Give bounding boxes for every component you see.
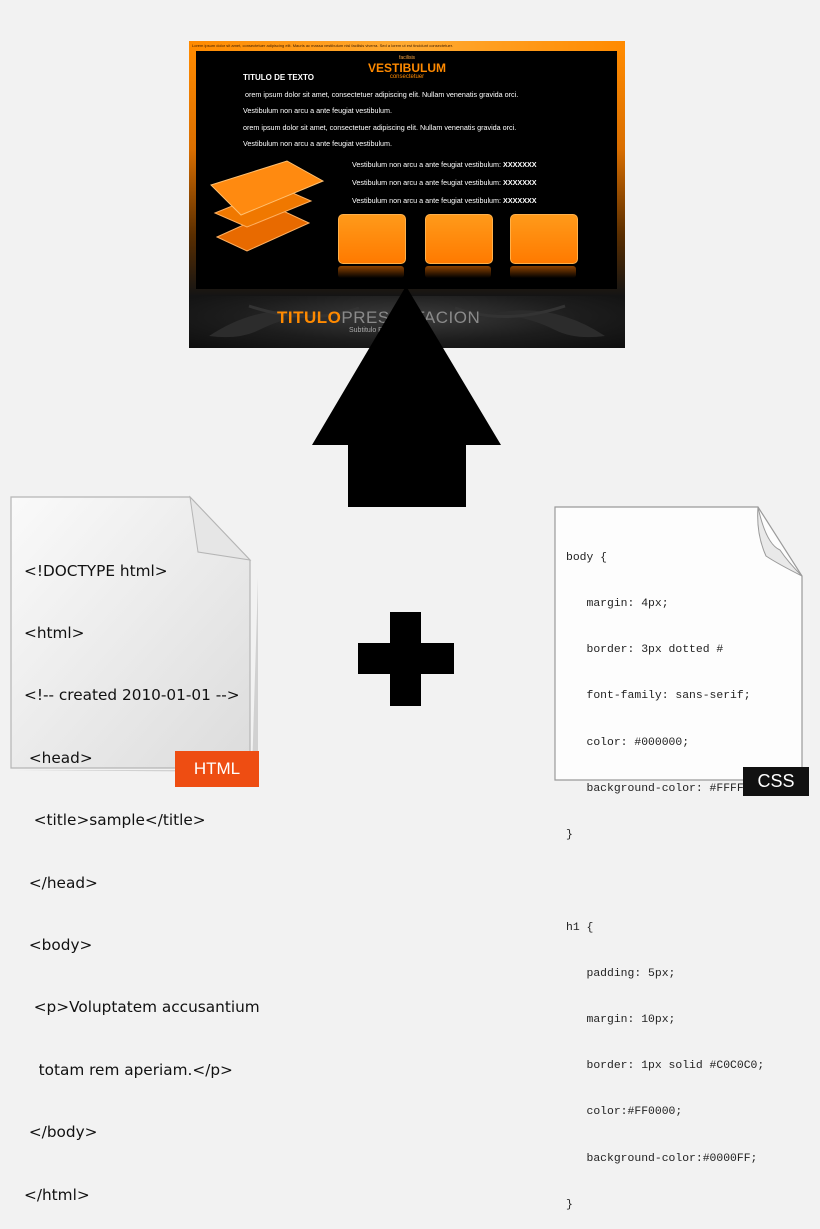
mockup-heading: TITULO DE TEXTO	[243, 73, 314, 82]
mockup-bullet-code: XXXXXXX	[503, 160, 537, 169]
code-line: h1 {	[566, 921, 594, 934]
brand-top-label: facilisis	[398, 55, 416, 61]
code-line: margin: 10px;	[566, 1014, 676, 1026]
brand-title: VESTIBULUM	[368, 61, 446, 75]
code-line: font-family: sans-serif;	[566, 690, 751, 703]
code-line: background-color:#0000FF;	[566, 1152, 758, 1165]
code-line: totam rem aperiam.</p>	[24, 1060, 233, 1079]
footer-title-bold: TITULO	[277, 308, 342, 327]
css-badge: CSS	[743, 767, 809, 796]
code-line: }	[566, 1198, 573, 1211]
mockup-bullet: Vestibulum non arcu a ante feugiat vesti…	[352, 160, 537, 169]
mockup-bullet: Vestibulum non arcu a ante feugiat vesti…	[352, 196, 537, 205]
orange-box-reflection	[338, 266, 404, 278]
mockup-bullet-code: XXXXXXX	[503, 196, 537, 205]
mockup-top-strip: Lorem ipsum dolor sit amet, consectetuer…	[189, 41, 625, 51]
mockup-bullet-code: XXXXXXX	[503, 178, 537, 187]
mockup-bullet: Vestibulum non arcu a ante feugiat vesti…	[352, 178, 537, 187]
code-line: <!-- created 2010-01-01 -->	[24, 686, 240, 705]
html-code-block: <!DOCTYPE html> <html> <!-- created 2010…	[24, 519, 260, 1226]
mockup-bullet-text: Vestibulum non arcu a ante feugiat vesti…	[352, 196, 502, 205]
html-badge: HTML	[175, 751, 259, 787]
html-document-page	[10, 495, 258, 772]
mockup-paragraph: Vestibulum non arcu a ante feugiat vesti…	[243, 106, 393, 115]
plus-icon	[358, 612, 454, 706]
code-line: <p>Voluptatem accusantium	[24, 998, 260, 1017]
mockup-top-strip-text: Lorem ipsum dolor sit amet, consectetuer…	[192, 43, 453, 48]
mockup-bullet-text: Vestibulum non arcu a ante feugiat vesti…	[352, 178, 502, 187]
mockup-paragraph: Vestibulum non arcu a ante feugiat vesti…	[243, 139, 393, 148]
code-line: <head>	[24, 748, 93, 767]
orange-box	[510, 214, 578, 264]
code-line: body {	[566, 551, 608, 564]
orange-box	[338, 214, 406, 264]
brand-subtitle: consectetuer	[389, 74, 425, 80]
code-line	[566, 874, 764, 889]
up-arrow-icon	[312, 286, 501, 507]
orange-box-reflection	[425, 266, 491, 278]
code-line: <title>sample</title>	[24, 811, 206, 830]
tribal-ornament-graphic	[209, 304, 605, 338]
code-line: <body>	[24, 935, 93, 954]
mockup-paragraph: orem ipsum dolor sit amet, consectetuer …	[245, 90, 519, 99]
mockup-bullet-text: Vestibulum non arcu a ante feugiat vesti…	[352, 160, 502, 169]
orange-box	[425, 214, 493, 264]
code-line: </head>	[24, 873, 98, 892]
code-line: color:#FF0000;	[566, 1106, 683, 1119]
code-line: margin: 4px;	[566, 598, 669, 611]
code-line: background-color: #FFFFFF;	[566, 782, 765, 795]
code-line: border: 3px dotted #	[566, 644, 724, 657]
code-line: color: #000000;	[566, 736, 690, 749]
stacked-sheets-graphic	[210, 160, 325, 252]
orange-box-reflection	[510, 266, 576, 278]
css-code-block: body { margin: 4px; border: 3px dotted #…	[566, 520, 764, 1229]
code-line: <html>	[24, 623, 85, 642]
code-line: }	[566, 829, 573, 842]
code-line: </html>	[24, 1185, 90, 1204]
code-line: border: 1px solid #C0C0C0;	[566, 1060, 765, 1073]
code-line: <!DOCTYPE html>	[24, 561, 168, 580]
code-line: </body>	[24, 1123, 98, 1142]
mockup-paragraph: orem ipsum dolor sit amet, consectetuer …	[243, 123, 517, 132]
code-line: padding: 5px;	[566, 967, 676, 980]
css-document-page	[554, 506, 803, 781]
